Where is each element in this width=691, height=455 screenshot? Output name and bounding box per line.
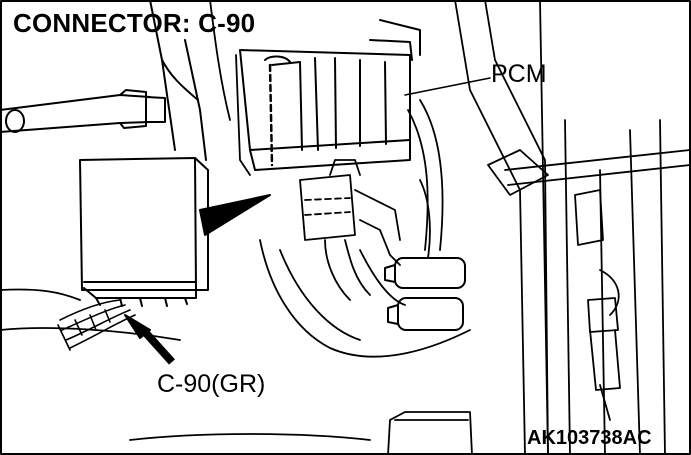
c90-connector-block [79, 157, 209, 307]
wire-harness [57, 299, 136, 351]
right-pillar [454, 0, 691, 455]
lower-connectors [384, 257, 466, 331]
left-pillar [149, 0, 207, 161]
wedge-pointer [199, 194, 271, 236]
page-title: CONNECTOR: C-90 [13, 8, 256, 38]
pcm-unit [239, 19, 421, 171]
bottom-features [129, 411, 473, 455]
center-connector-cluster [299, 159, 406, 306]
left-tube [0, 89, 166, 133]
pcm-label: PCM [491, 60, 547, 88]
pcm-wires [407, 99, 444, 259]
connector-label: C-90(GR) [157, 370, 266, 398]
pcm-leader-line [404, 77, 491, 96]
figure-id-label: AK103738AC [527, 427, 652, 449]
body-contours [0, 0, 471, 358]
